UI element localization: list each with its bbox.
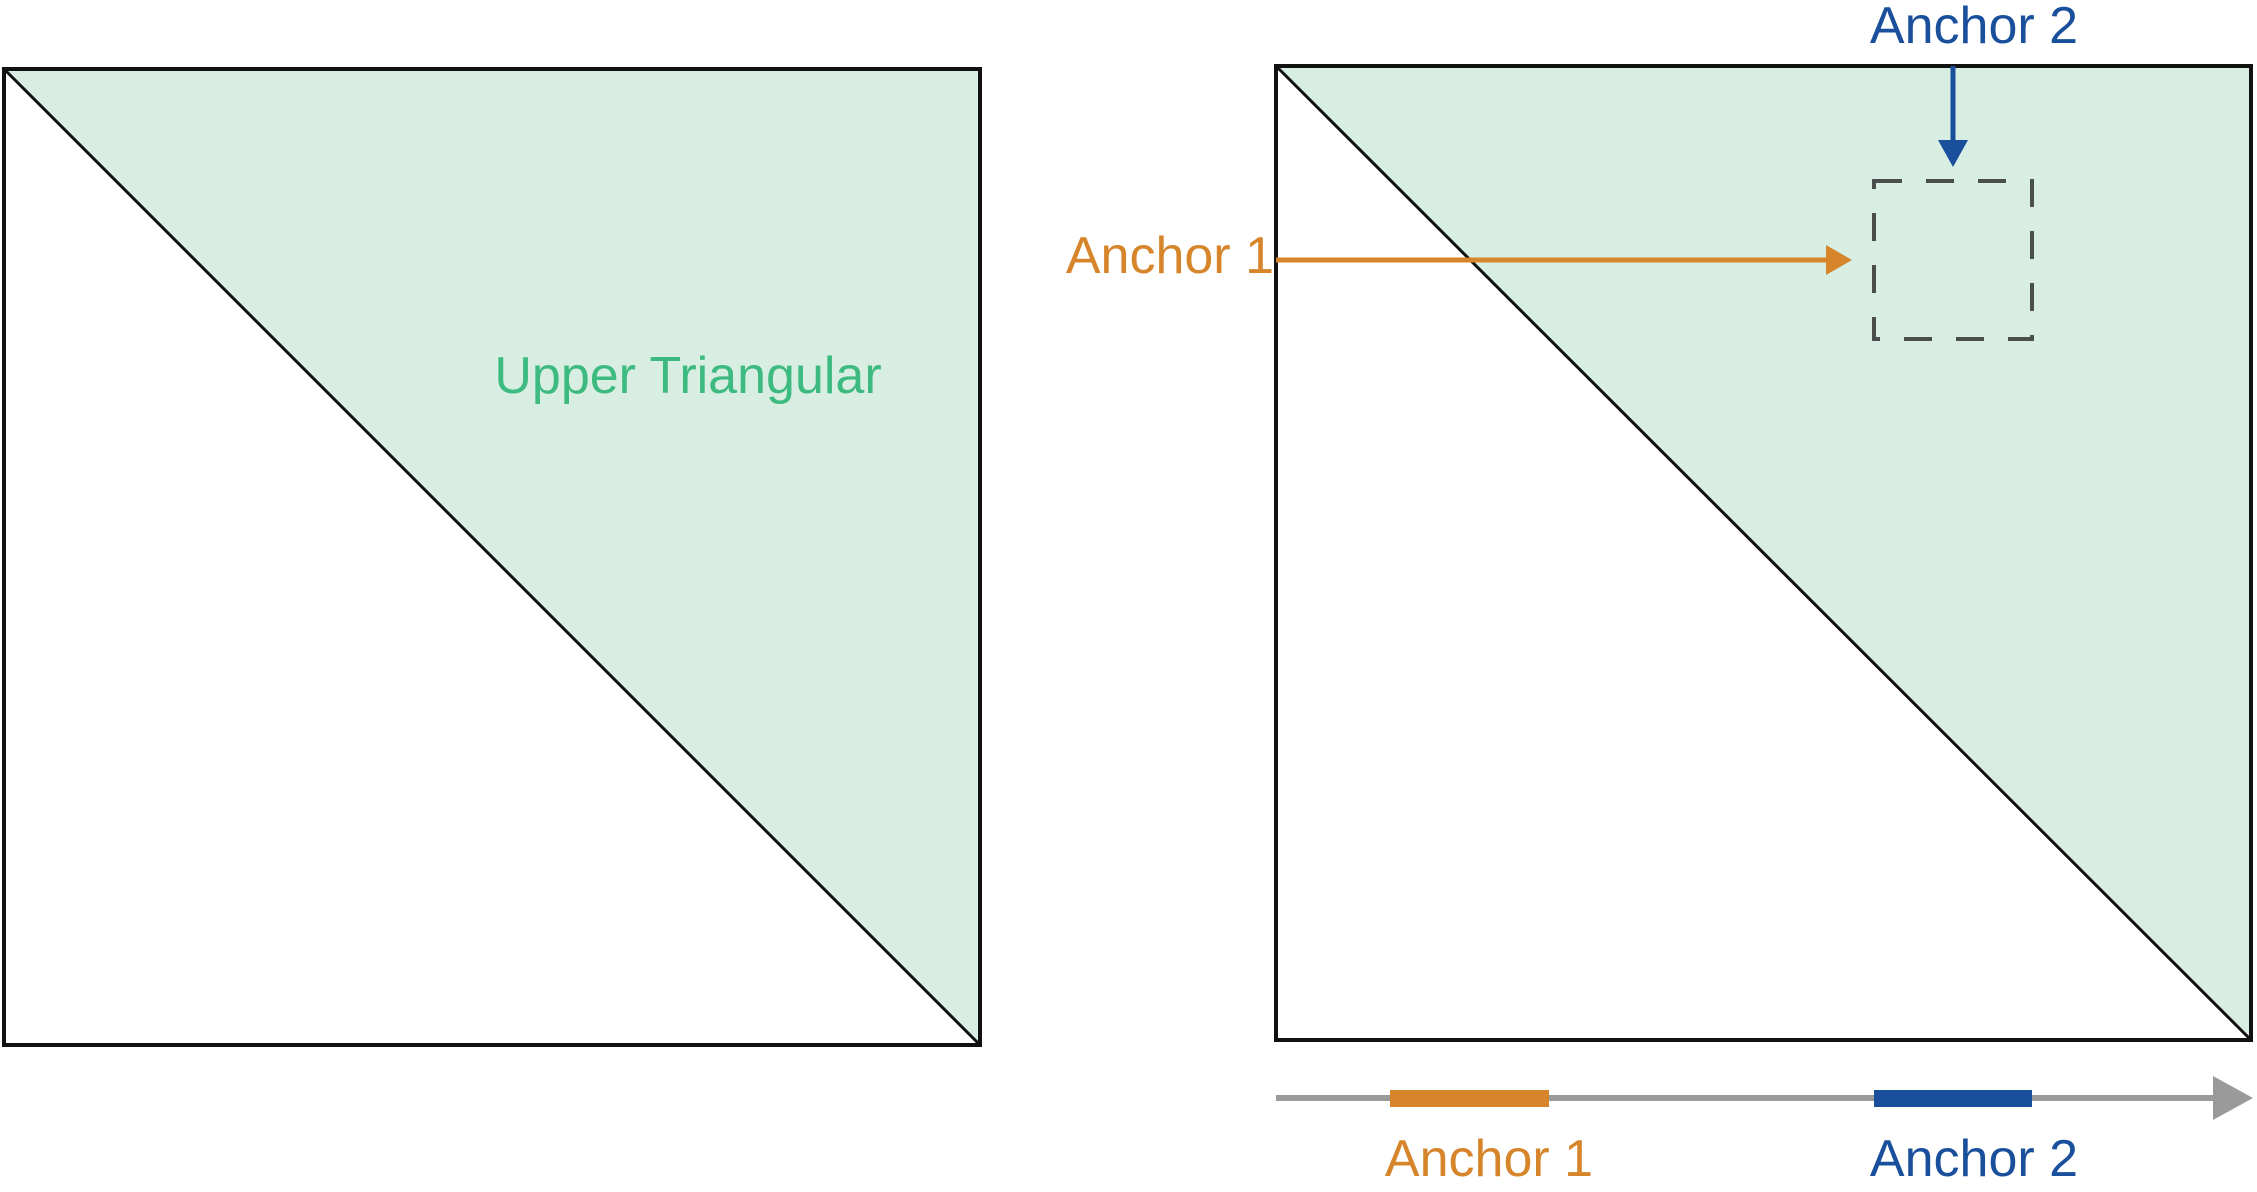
anchor2-down-arrow-head xyxy=(1938,140,1968,167)
genome-axis: Anchor 1 Anchor 2 xyxy=(1276,1076,2253,1188)
left-matrix: Upper Triangular xyxy=(2,67,982,1047)
anchor1-right-arrow-head xyxy=(1826,245,1852,275)
anchor1-side-label: Anchor 1 xyxy=(1066,227,1274,285)
dashed-region-box xyxy=(1872,179,2034,341)
anchor2-segment xyxy=(1874,1090,2032,1107)
right-diagonal xyxy=(1274,64,2253,1042)
right-matrix-border xyxy=(1274,64,2253,1042)
anchor2-axis-label: Anchor 2 xyxy=(1870,1130,2078,1188)
anchor2-top-label: Anchor 2 xyxy=(1870,0,2078,55)
anchor1-segment xyxy=(1390,1090,1549,1107)
anchor1-axis-label: Anchor 1 xyxy=(1385,1130,1593,1188)
left-matrix-border xyxy=(2,67,982,1047)
left-diagonal xyxy=(2,67,982,1047)
genome-axis-arrow-head xyxy=(2213,1076,2253,1120)
upper-triangular-label: Upper Triangular xyxy=(494,347,881,405)
right-matrix: Anchor 2 Anchor 1 xyxy=(1066,0,2253,1042)
